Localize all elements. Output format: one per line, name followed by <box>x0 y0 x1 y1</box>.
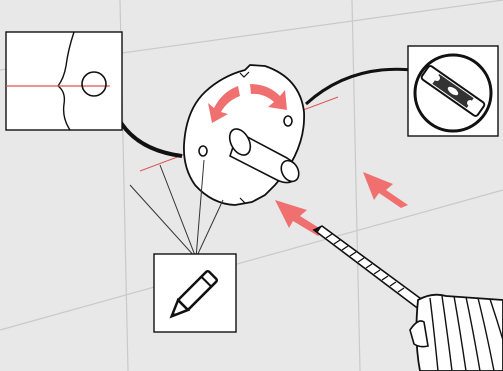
mark-circle-detail-icon <box>81 71 107 97</box>
spirit-level-icon <box>420 65 486 117</box>
leader-to-spirit-level <box>304 67 414 106</box>
insert-direction-arrow <box>363 172 408 208</box>
rotate-arrow-right <box>250 84 287 110</box>
rotate-arrow-left <box>208 86 240 123</box>
marking-detail-callout <box>5 31 123 131</box>
spirit-level-callout <box>407 45 499 137</box>
pencil-leader-lines <box>129 159 224 259</box>
drill-direction-arrow <box>275 200 324 236</box>
screw-hole-left <box>198 145 208 157</box>
pencil-icon <box>169 269 219 319</box>
screw-hole-right <box>283 115 293 127</box>
pencil-callout <box>153 253 237 333</box>
drill-icon <box>312 225 503 371</box>
shaft <box>228 128 300 184</box>
